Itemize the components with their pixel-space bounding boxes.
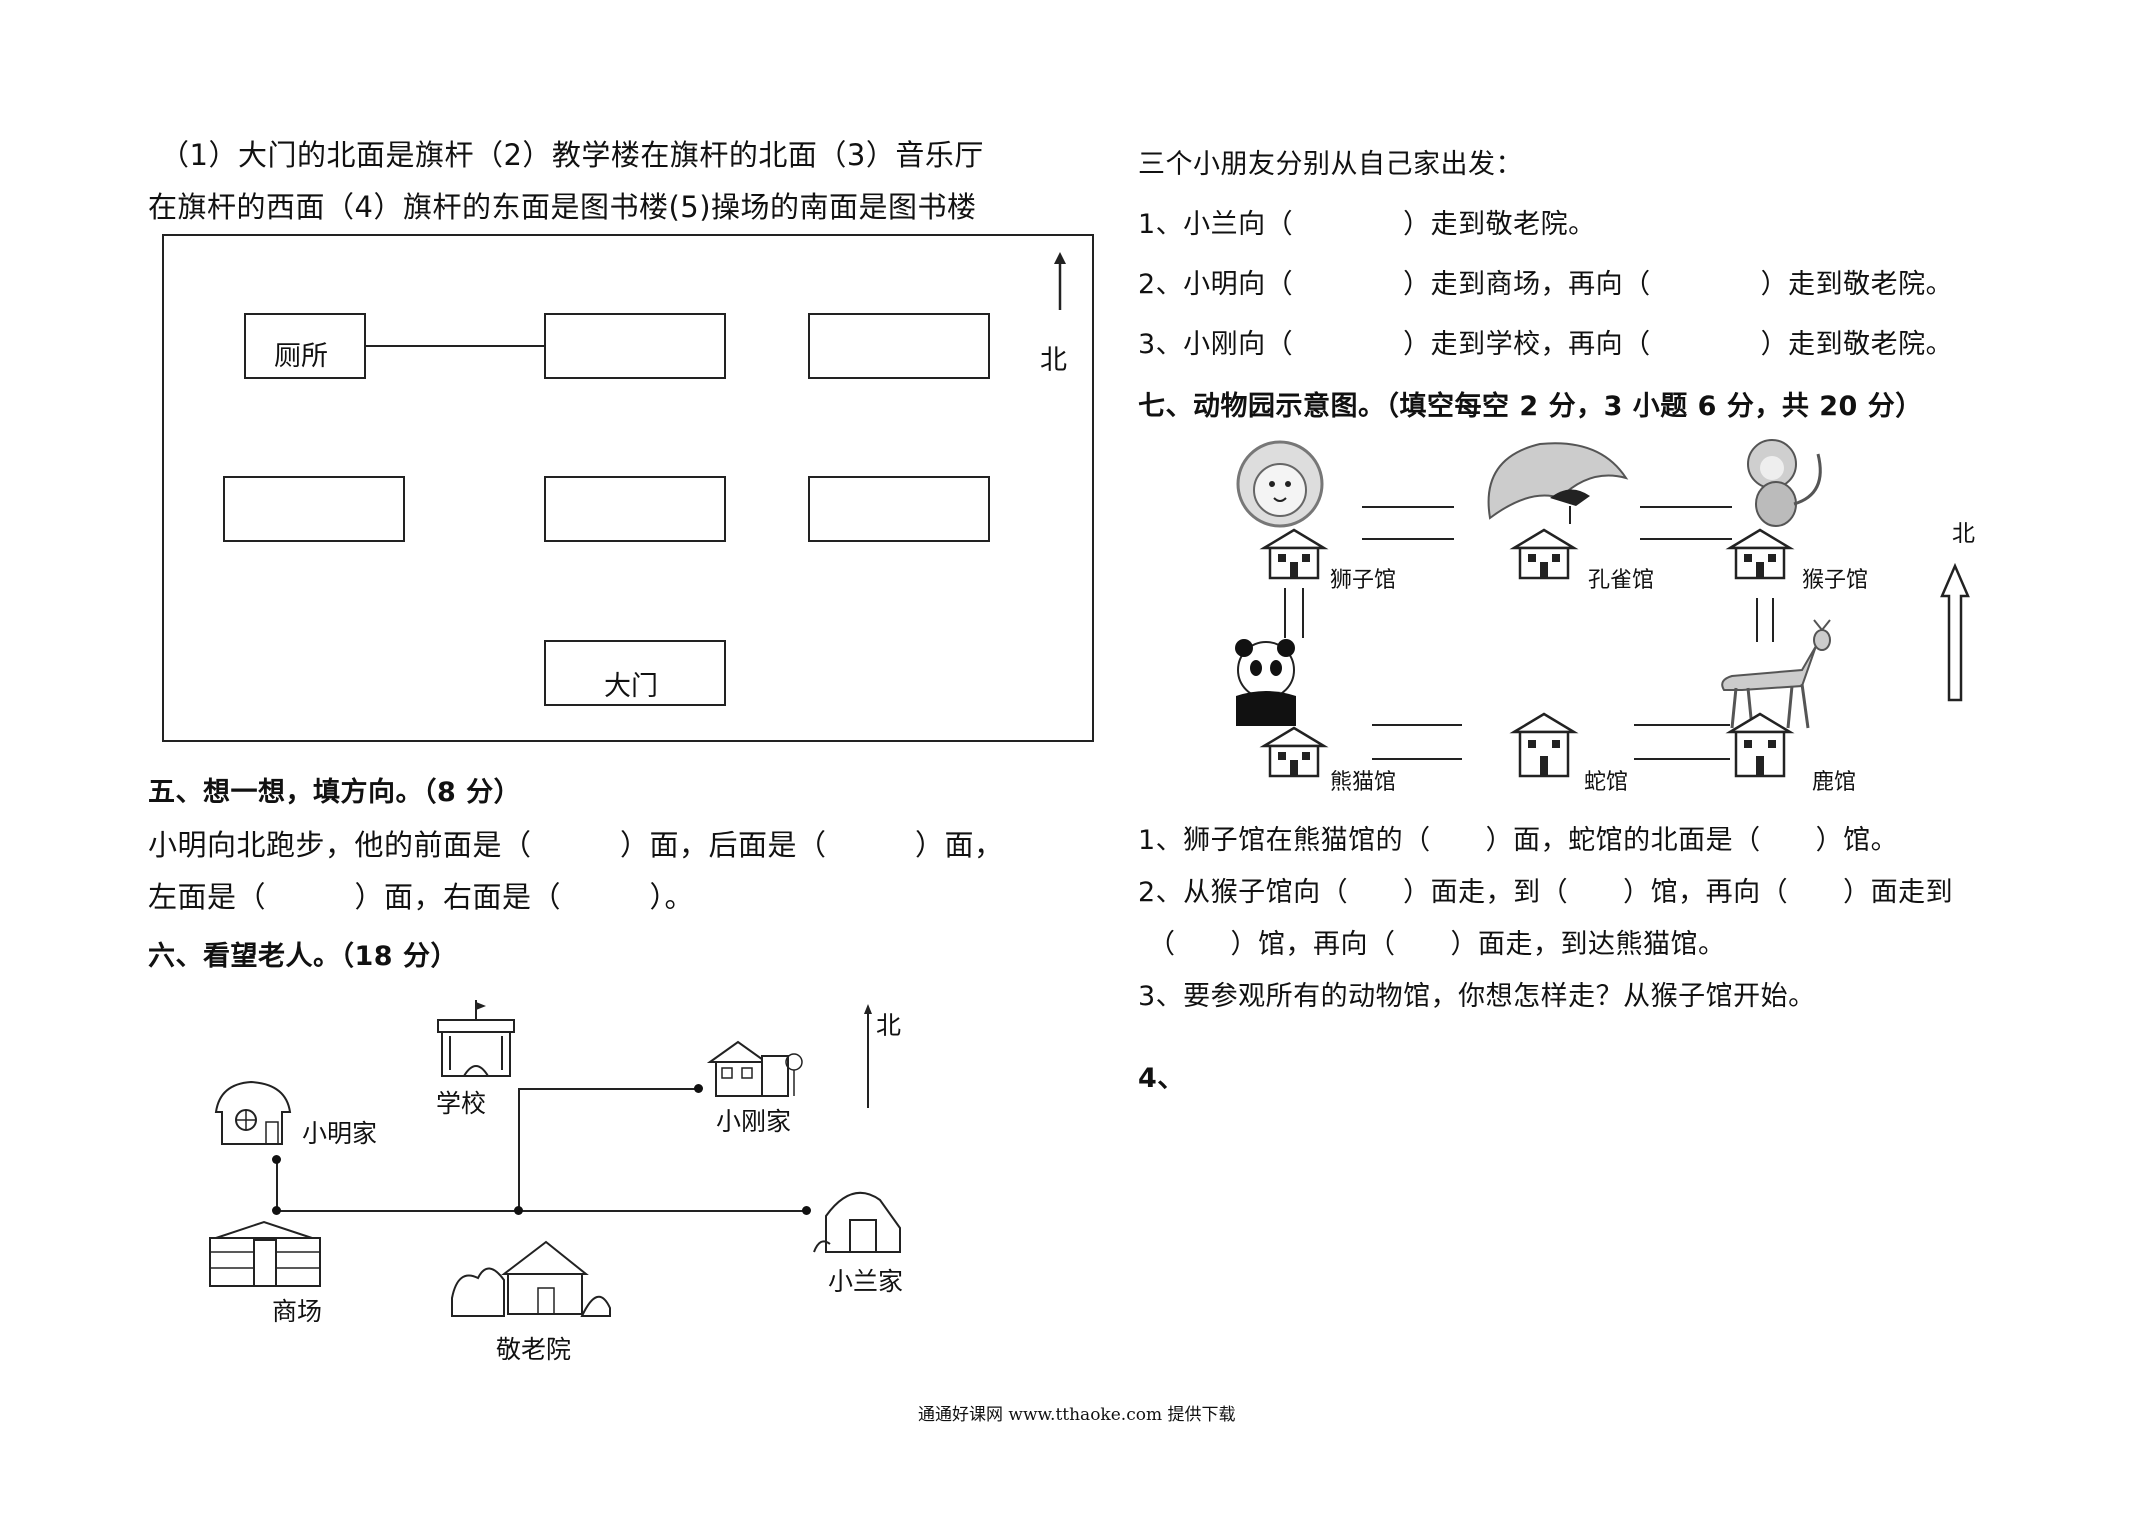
xiaolan-home-label: 小兰家 [828,1267,904,1296]
road-node [802,1206,811,1215]
road-school-vertical [518,1108,520,1212]
road-lion-peacock [1362,506,1454,508]
lion-icon [1236,440,1324,528]
road-peacock-monkey [1640,538,1732,540]
panda-house-icon [1259,726,1329,778]
map-box-top-right [808,313,990,379]
road-upper-vertical [518,1088,520,1110]
road-node [272,1155,281,1164]
zoo-north-label: 北 [1952,521,1975,547]
road-monkey-deer [1772,598,1774,642]
zoo-q4: 4、 [1138,1063,1185,1094]
toilet-connector [364,345,544,347]
section5-line1: 小明向北跑步，他的前面是（ ）面，后面是（ ）面， [148,828,1004,862]
section7-title: 七、动物园示意图。（填空每空 2 分，3 小题 6 分，共 20 分） [1138,391,1923,422]
road-peacock-monkey [1640,506,1732,508]
lion-house-icon [1259,528,1329,580]
monkey-hall-label: 猴子馆 [1802,568,1869,593]
right-q3: 3、小刚向（ ）走到学校，再向（ ）走到敬老院。 [1138,329,1954,360]
deer-house-icon [1725,712,1795,778]
road-panda-snake [1372,724,1462,726]
road-lion-panda [1284,588,1286,638]
right-intro: 三个小朋友分别从自己家出发： [1138,149,1523,180]
zoo-north-arrow-icon [1940,562,1970,702]
mall-label: 商场 [272,1297,323,1326]
road-lion-peacock [1362,538,1454,540]
panda-hall-label: 熊猫馆 [1330,770,1397,795]
school-label: 学校 [436,1089,487,1118]
gate-label: 大门 [604,671,658,702]
road-main-horizontal [278,1210,808,1212]
xiaogang-home-label: 小刚家 [716,1107,792,1136]
lion-hall-label: 狮子馆 [1330,568,1397,593]
peacock-hall-label: 孔雀馆 [1588,568,1655,593]
xiaolan-house-icon [813,1191,901,1253]
right-q2: 2、小明向（ ）走到商场，再向（ ）走到敬老院。 [1138,269,1954,300]
right-q1: 1、小兰向（ ）走到敬老院。 [1138,209,1596,240]
road-node [272,1206,281,1215]
intro-line-1: （1）大门的北面是旗杆（2）教学楼在旗杆的北面（3）音乐厅 [160,138,984,172]
section5-title: 五、想一想，填方向。（8 分） [148,777,522,808]
road-node [694,1084,703,1093]
school-building-icon [437,1000,515,1077]
road-panda-snake [1372,758,1462,760]
road-lion-panda [1302,588,1304,638]
map-box-mid-left [223,476,405,542]
map-box-mid-right [808,476,990,542]
map-box-toilet: 厕所 [244,313,366,379]
school-map [162,234,1094,742]
zoo-q2b: （ ）馆，再向（ ）面走，到达熊猫馆。 [1148,929,1726,960]
section6-title: 六、看望老人。（18 分） [148,941,458,972]
xiaoming-house-icon [214,1080,292,1145]
xiaogang-house-icon [706,1040,803,1097]
elder-home-icon [451,1240,611,1317]
monkey-house-icon [1725,528,1795,580]
snake-house-icon [1509,712,1579,778]
road-xiaoming-mall [276,1160,278,1212]
map-box-gate: 大门 [544,640,726,706]
deer-icon [1721,619,1831,729]
zoo-q2a: 2、从猴子馆向（ ）面走，到（ ）馆，再向（ ）面走到 [1138,877,1954,908]
road-snake-deer [1634,758,1730,760]
peacock-icon [1487,442,1629,524]
mall-building-icon [209,1220,321,1287]
road-snake-deer [1634,724,1730,726]
road-monkey-deer [1756,598,1758,642]
map-box-top-middle [544,313,726,379]
deer-hall-label: 鹿馆 [1812,770,1857,795]
map2-north-arrow-icon [864,1004,872,1108]
snake-hall-label: 蛇馆 [1584,770,1629,795]
elder-home-label: 敬老院 [496,1335,572,1364]
road-node [514,1206,523,1215]
monkey-icon [1747,439,1822,527]
map-box-mid-middle [544,476,726,542]
road-school-xiaogang [520,1088,698,1090]
xiaoming-home-label: 小明家 [302,1119,378,1148]
section5-line2: 左面是（ ）面，右面是（ ）。 [148,880,695,914]
zoo-q3: 3、要参观所有的动物馆，你想怎样走？从猴子馆开始。 [1138,981,1816,1012]
north-arrow-icon [1054,252,1066,310]
toilet-label: 厕所 [274,341,328,372]
intro-line-2: 在旗杆的西面（4）旗杆的东面是图书楼(5)操场的南面是图书楼 [148,190,977,224]
peacock-house-icon [1509,528,1579,580]
map1-north-label: 北 [1040,345,1067,376]
zoo-q1: 1、狮子馆在熊猫馆的（ ）面，蛇馆的北面是（ ）馆。 [1138,825,1899,856]
footer-credit: 通通好课网 www.tthaoke.com 提供下载 [918,1405,1236,1425]
panda-icon [1235,639,1296,726]
map2-north-label: 北 [876,1011,902,1040]
